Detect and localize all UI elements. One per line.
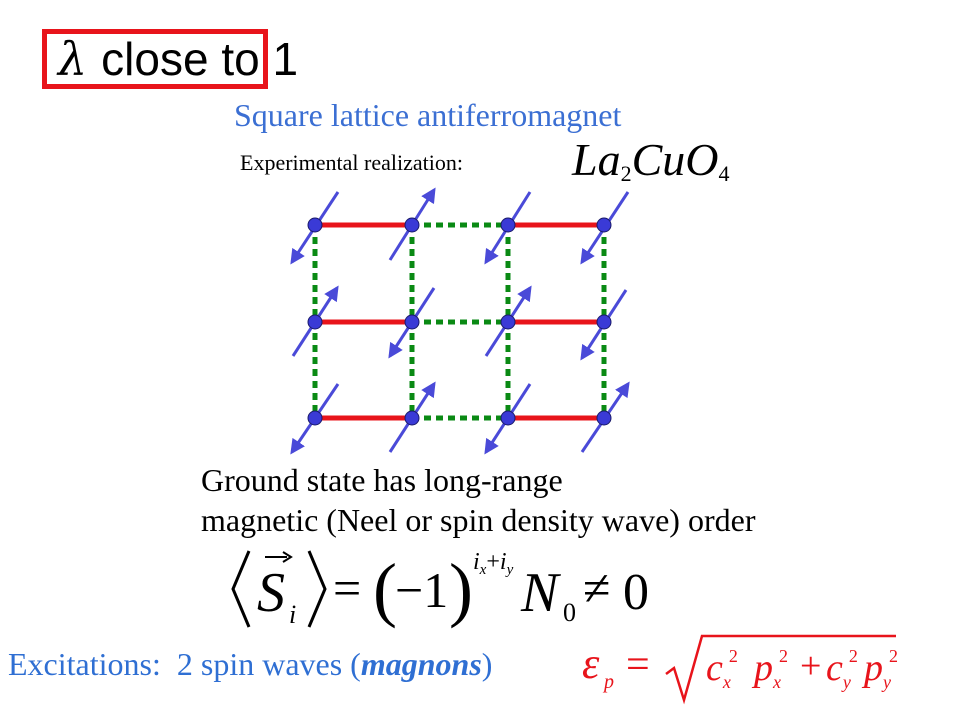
dispersion-formula: ε p = cx2 px2 + cy2 py2 [582, 634, 898, 705]
p-x: px2 [751, 646, 788, 692]
solid-bonds [315, 222, 604, 421]
lattice-sites [307, 217, 612, 426]
zero-value: 0 [623, 564, 649, 621]
excitations-label: Excitations: [8, 646, 161, 682]
lattice-site [307, 410, 323, 426]
dispersion-equals: = [626, 642, 650, 688]
c-x: cx2 [706, 646, 738, 692]
lattice-site [307, 314, 323, 330]
experimental-label: Experimental realization: [240, 150, 463, 175]
formula-part1: La [572, 134, 621, 185]
amplitude-symbol: N [520, 562, 561, 624]
vector-arrow-head [282, 551, 293, 563]
epsilon-subscript: p [602, 671, 614, 693]
c-y: cy2 [826, 646, 858, 692]
compound-formula: La2CuO4 [572, 133, 730, 201]
excitations-text-post: ) [481, 646, 493, 682]
lattice-site [596, 314, 612, 330]
lattice-site [500, 410, 516, 426]
square-root-sign [665, 634, 896, 705]
lattice-site [500, 217, 516, 233]
plus-sign: + [800, 645, 821, 687]
minus-one: −1 [395, 562, 448, 618]
title-text: close to 1 [101, 33, 299, 85]
spin-symbol: S [257, 562, 285, 624]
lambda-symbol: λ [58, 32, 88, 86]
lattice-site [404, 410, 420, 426]
site-index: i [289, 600, 296, 629]
title-frame [42, 29, 268, 89]
radicand: cx2 px2 + cy2 py2 [706, 645, 898, 692]
not-equal-sign: ≠ [583, 560, 610, 616]
excitations-text-pre: 2 spin waves ( [176, 646, 361, 682]
exponent: ix+iy [473, 549, 514, 578]
ground-state-line-1: Ground state has long-range [201, 462, 563, 498]
heading: Square lattice antiferromagnet [234, 97, 622, 133]
order-parameter-equation: S i = ( −1 ) ix+iy N 0 ≠ 0 [231, 549, 649, 629]
lattice-site [500, 314, 516, 330]
lattice-site [596, 410, 612, 426]
amplitude-subscript: 0 [563, 598, 576, 627]
ground-state-line-2: magnetic (Neel or spin density wave) ord… [201, 502, 756, 538]
excitations-line: Excitations: 2 spin waves (magnons) [8, 644, 492, 684]
left-paren: ( [373, 549, 397, 629]
formula-sub1: 2 [620, 161, 632, 186]
lattice-site [404, 217, 420, 233]
magnons-emphasis: magnons [360, 646, 482, 682]
formula-sub2: 4 [718, 161, 730, 186]
equals-sign: = [333, 560, 361, 616]
lattice-site [404, 314, 420, 330]
epsilon-symbol: ε [582, 639, 600, 688]
p-y: py2 [861, 646, 898, 692]
lattice-site [307, 217, 323, 233]
right-paren: ) [449, 549, 473, 629]
formula-part2: CuO [631, 134, 719, 185]
lattice-site [596, 217, 612, 233]
left-angle-bracket [231, 550, 251, 628]
right-angle-bracket [307, 550, 327, 628]
